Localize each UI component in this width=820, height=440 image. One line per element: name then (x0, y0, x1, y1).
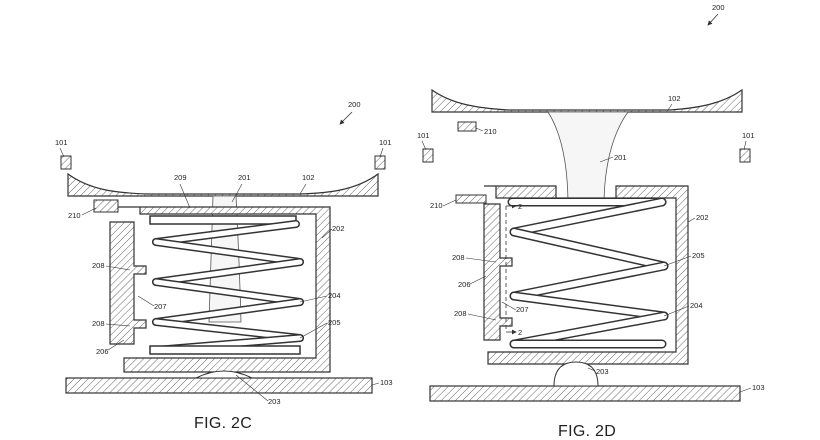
ref-label-section-2-top: 2 (518, 202, 522, 211)
ref-label-205: 205 (328, 318, 341, 327)
foot-210 (94, 200, 118, 212)
post-201 (209, 196, 241, 322)
foot-210-upper (458, 122, 476, 131)
leader-207 (502, 302, 516, 310)
standoff-101-left (61, 156, 71, 169)
ref-label-206: 206 (458, 280, 471, 289)
ref-label-103: 103 (752, 383, 765, 392)
leader-103 (372, 383, 379, 385)
ref-label-209: 209 (174, 173, 187, 182)
figure-caption: FIG. 2C (194, 415, 252, 432)
ref-label-210: 210 (68, 211, 81, 220)
figure-2c: 200 101 101 (55, 100, 393, 432)
ref-label-203: 203 (596, 367, 609, 376)
leader-103 (740, 388, 751, 392)
leader-207 (138, 296, 154, 306)
ref-label-200: 200 (348, 100, 361, 109)
plate-103 (66, 378, 372, 393)
leader-201 (232, 184, 242, 202)
keycap-102 (432, 90, 742, 112)
leader-200 (340, 112, 352, 124)
ref-label-202: 202 (332, 224, 345, 233)
leader-202 (688, 218, 695, 222)
dome-203 (554, 362, 598, 386)
ref-label-207: 207 (154, 302, 167, 311)
figure-2d: 200 101 101 (417, 3, 765, 440)
housing-202 (484, 186, 688, 364)
ref-label-section-2-bottom: 2 (518, 328, 522, 337)
ref-label-101-right: 101 (742, 131, 755, 140)
latch-206 (484, 204, 512, 340)
ref-label-206: 206 (96, 347, 109, 356)
leader-102 (668, 104, 672, 110)
ref-label-102: 102 (668, 94, 681, 103)
ref-label-203: 203 (268, 397, 281, 406)
ref-label-201: 201 (614, 153, 627, 162)
ref-label-102: 102 (302, 173, 315, 182)
ref-label-208-upper: 208 (452, 253, 465, 262)
ref-label-210-lower: 210 (430, 201, 443, 210)
standoff-101-right (375, 156, 385, 169)
standoff-101-left (423, 149, 433, 162)
standoff-101-right (740, 149, 750, 162)
leader-210-upper (476, 128, 483, 131)
figure-caption: FIG. 2D (558, 423, 616, 440)
ref-label-205: 205 (692, 251, 705, 260)
ref-label-207: 207 (516, 305, 529, 314)
ref-label-201: 201 (238, 173, 251, 182)
ref-label-101-left: 101 (417, 131, 430, 140)
ref-label-208-lower: 208 (454, 309, 467, 318)
ref-label-204: 204 (328, 291, 341, 300)
ref-label-103: 103 (380, 378, 393, 387)
plate-103 (430, 386, 740, 401)
ref-label-200: 200 (712, 3, 725, 12)
ref-label-101-left: 101 (55, 138, 68, 147)
ref-label-208-upper: 208 (92, 261, 105, 270)
spring-204 (512, 202, 664, 344)
ref-label-101-right: 101 (379, 138, 392, 147)
leader-102 (300, 184, 306, 194)
ref-label-208-lower: 208 (92, 319, 105, 328)
ref-label-202: 202 (696, 213, 709, 222)
leader-200 (708, 14, 718, 25)
ref-label-204: 204 (690, 301, 703, 310)
ref-label-210-upper: 210 (484, 127, 497, 136)
keycap-102 (68, 174, 378, 196)
leader-210-lower (443, 200, 456, 206)
foot-210-lower (456, 195, 486, 203)
